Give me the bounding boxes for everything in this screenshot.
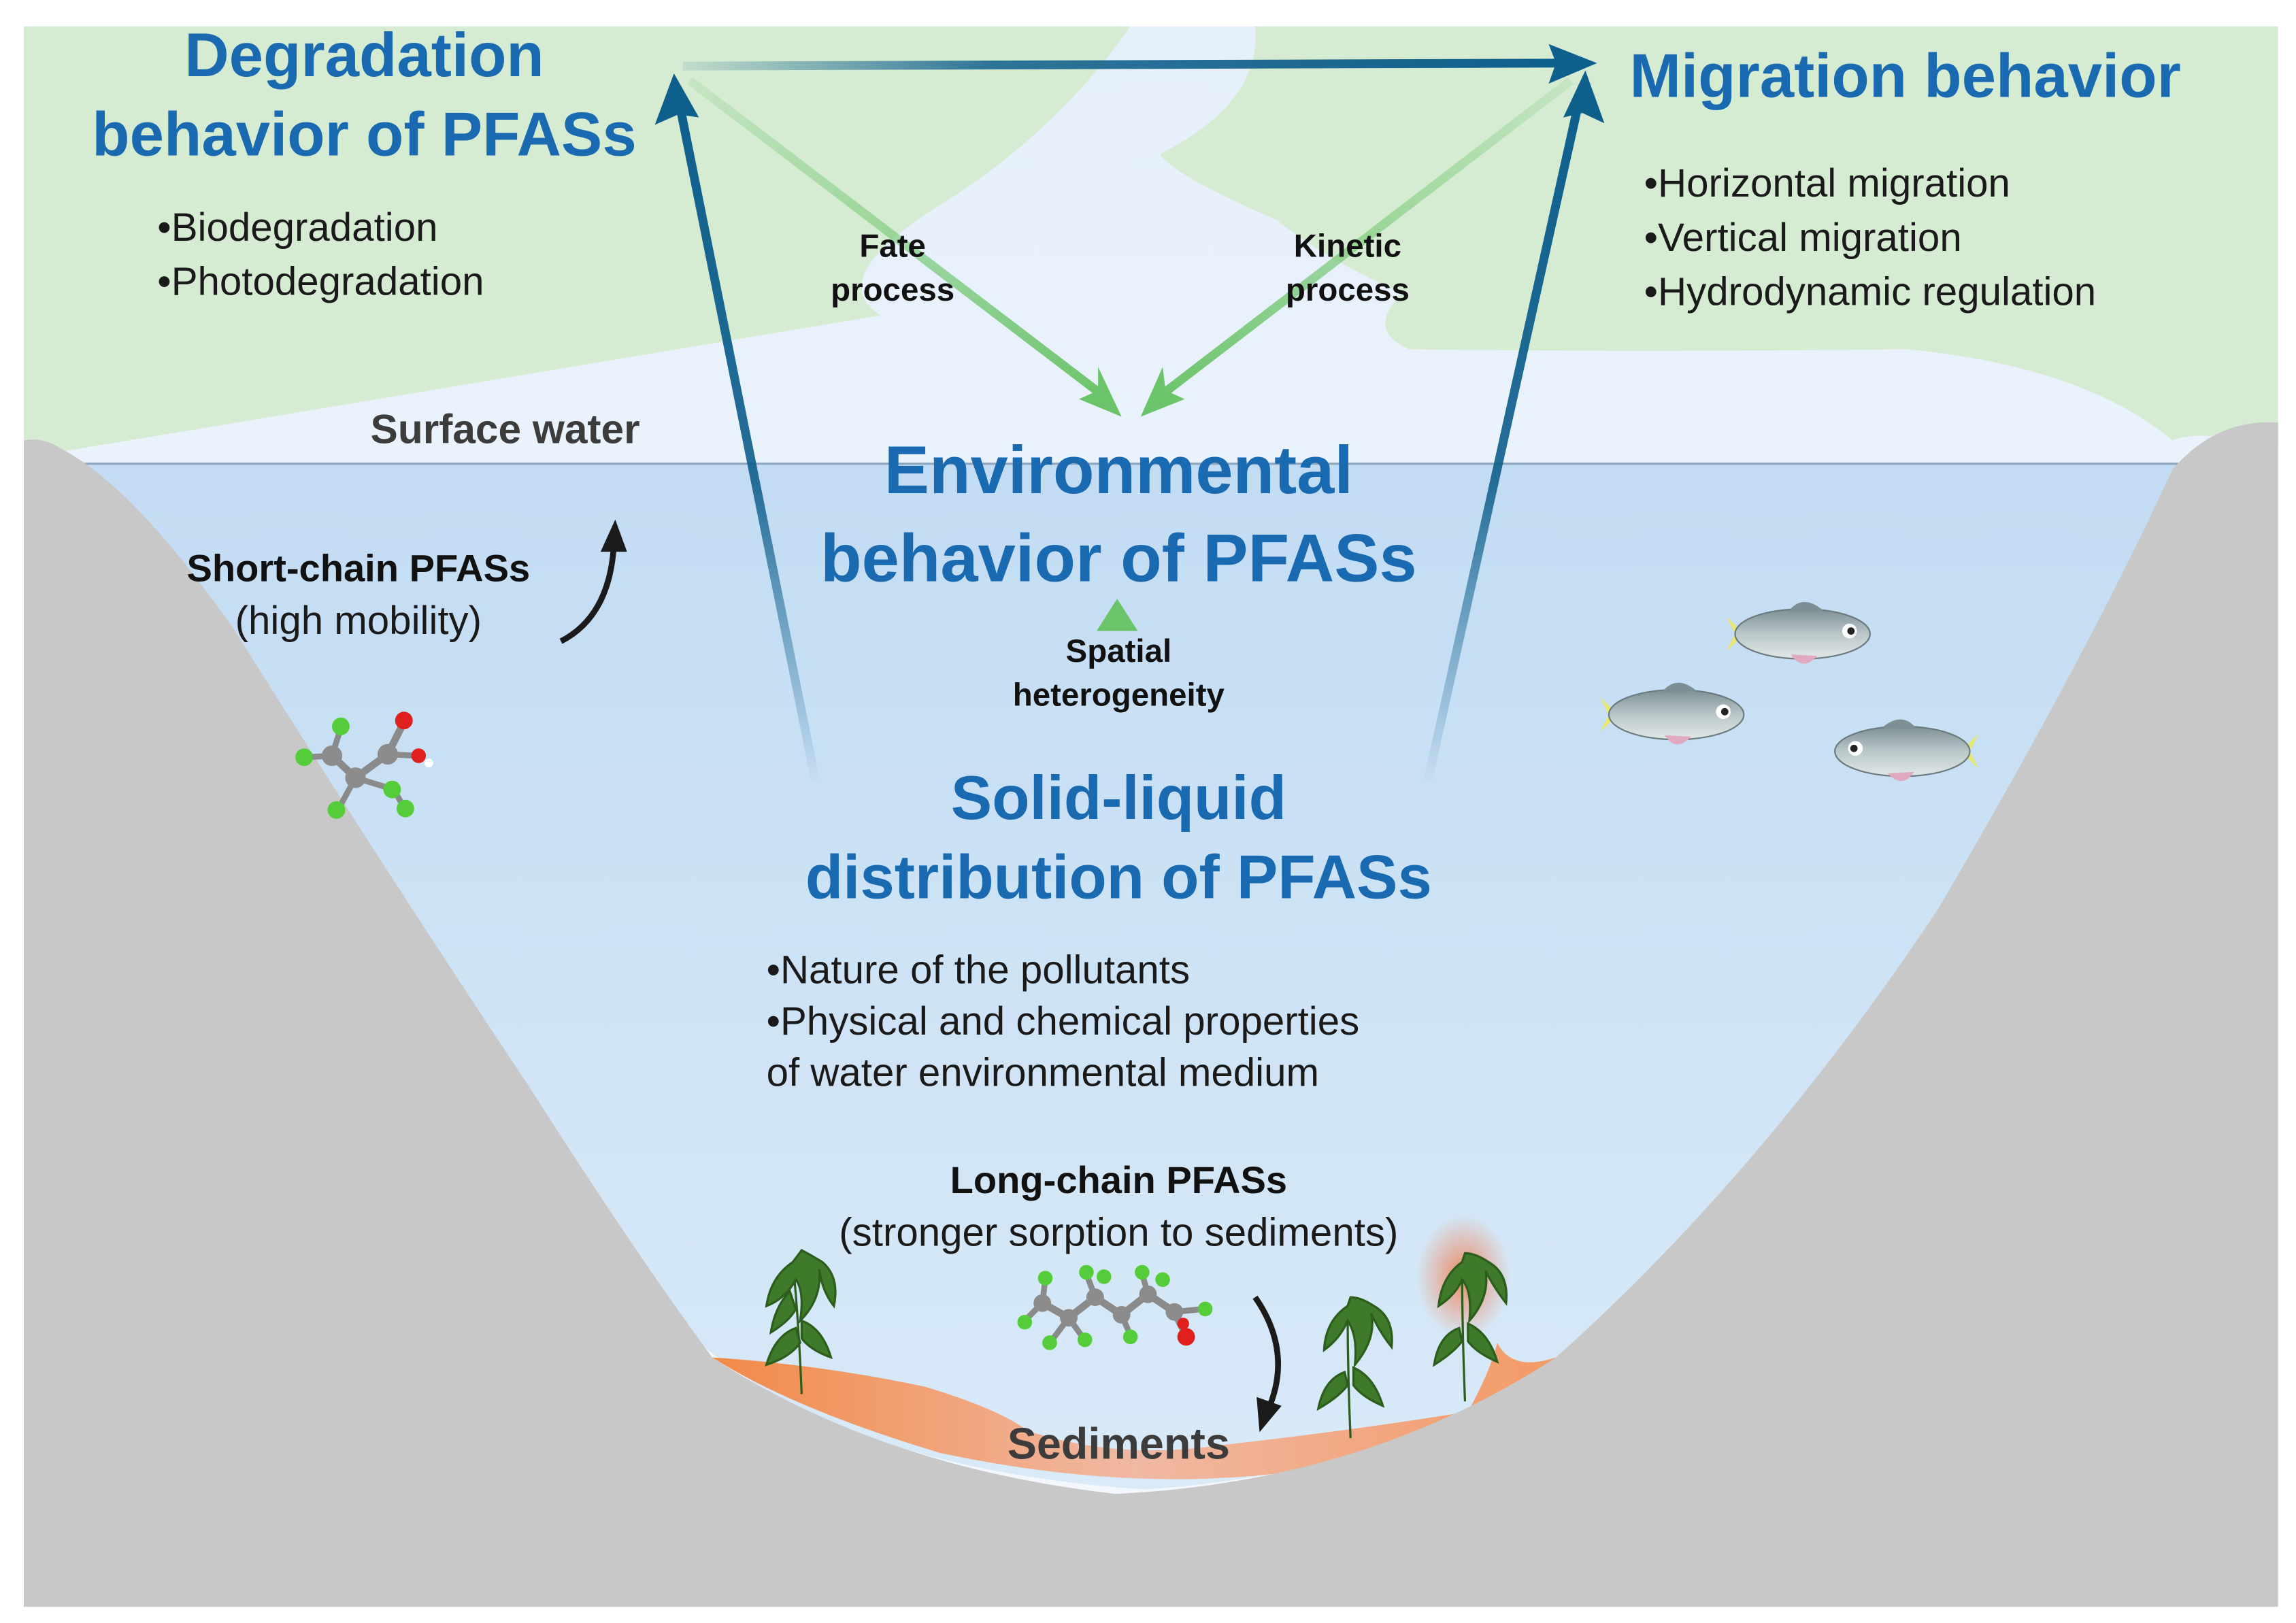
short-chain-up-arrow — [559, 546, 617, 644]
degradation-item: •Photodegradation — [157, 260, 484, 304]
seaweed-plant-icon — [1316, 1296, 1393, 1439]
degradation-title-line2: behavior of PFASs — [92, 101, 636, 169]
migration-item: •Vertical migration — [1644, 216, 1962, 260]
kinetic-process-arrow — [1157, 77, 1574, 400]
short-chain-molecule-icon — [295, 712, 433, 819]
degradation-to-migration-arrow — [682, 58, 1564, 71]
right-up-arrowhead — [1563, 70, 1605, 124]
migration-item: •Horizontal migration — [1644, 161, 2010, 205]
degradation-title-line1: Degradation — [184, 21, 544, 90]
left-up-arrowhead — [654, 73, 699, 125]
kinetic-arrowhead — [1140, 367, 1185, 417]
fish-icon — [1834, 719, 1979, 782]
fate-arrowhead — [1079, 367, 1122, 417]
degradation-block: Degradation behavior of PFASs •Biodegrad… — [92, 21, 636, 303]
short-chain-arrowhead — [600, 519, 627, 552]
solid-to-migration-arrow — [1422, 104, 1582, 786]
degradation-item: •Biodegradation — [157, 205, 437, 250]
migration-item: •Hydrodynamic regulation — [1644, 270, 2097, 314]
kinetic-label-line2: process — [1286, 272, 1410, 308]
long-chain-molecule-icon — [1017, 1265, 1213, 1350]
solid-to-degradation-arrow — [675, 105, 821, 786]
sediment-layer — [712, 1342, 1557, 1479]
seaweed-plant-icon — [765, 1248, 837, 1394]
top-arrowhead — [1548, 44, 1597, 84]
fate-process-arrow — [687, 77, 1107, 400]
land-left — [23, 26, 1131, 458]
fish-icon — [1726, 602, 1871, 664]
environmental-behavior-block: Environmental behavior of PFASs — [820, 433, 1417, 596]
short-chain-title: Short-chain PFASs — [186, 546, 530, 589]
kinetic-label-line1: Kinetic — [1294, 229, 1401, 265]
sediments-label: Sediments — [1008, 1418, 1230, 1468]
solid-liquid-title-line1: Solid-liquid — [951, 764, 1286, 833]
spatial-label-line2: heterogeneity — [1013, 677, 1225, 714]
long-chain-title: Long-chain PFASs — [950, 1158, 1287, 1201]
surface-water-label: Surface water — [371, 406, 640, 452]
solid-liquid-block: Solid-liquid distribution of PFASs •Natu… — [767, 764, 1432, 1095]
spatial-label-line1: Spatial — [1066, 633, 1172, 669]
environmental-title-line2: behavior of PFASs — [820, 520, 1417, 596]
environmental-title-line1: Environmental — [884, 433, 1353, 508]
solid-liquid-item: of water environmental medium — [767, 1050, 1319, 1094]
long-chain-subtitle: (stronger sorption to sediments) — [839, 1211, 1398, 1255]
ground-valley — [23, 422, 2278, 1607]
long-chain-down-arrow — [1252, 1295, 1281, 1407]
land-right — [1159, 26, 2278, 448]
migration-title: Migration behavior — [1629, 41, 2180, 110]
solid-liquid-item: •Nature of the pollutants — [767, 948, 1191, 992]
fate-label-line2: process — [831, 272, 954, 308]
seaweed-plant-icon — [1433, 1252, 1508, 1402]
migration-block: Migration behavior •Horizontal migration… — [1629, 41, 2180, 314]
solid-liquid-item: •Physical and chemical properties — [767, 999, 1360, 1043]
solid-liquid-title-line2: distribution of PFASs — [805, 843, 1432, 911]
fate-label-line1: Fate — [859, 229, 926, 265]
short-chain-subtitle: (high mobility) — [235, 599, 482, 643]
long-chain-arrowhead — [1257, 1396, 1282, 1433]
spatial-arrowhead — [1096, 599, 1138, 631]
